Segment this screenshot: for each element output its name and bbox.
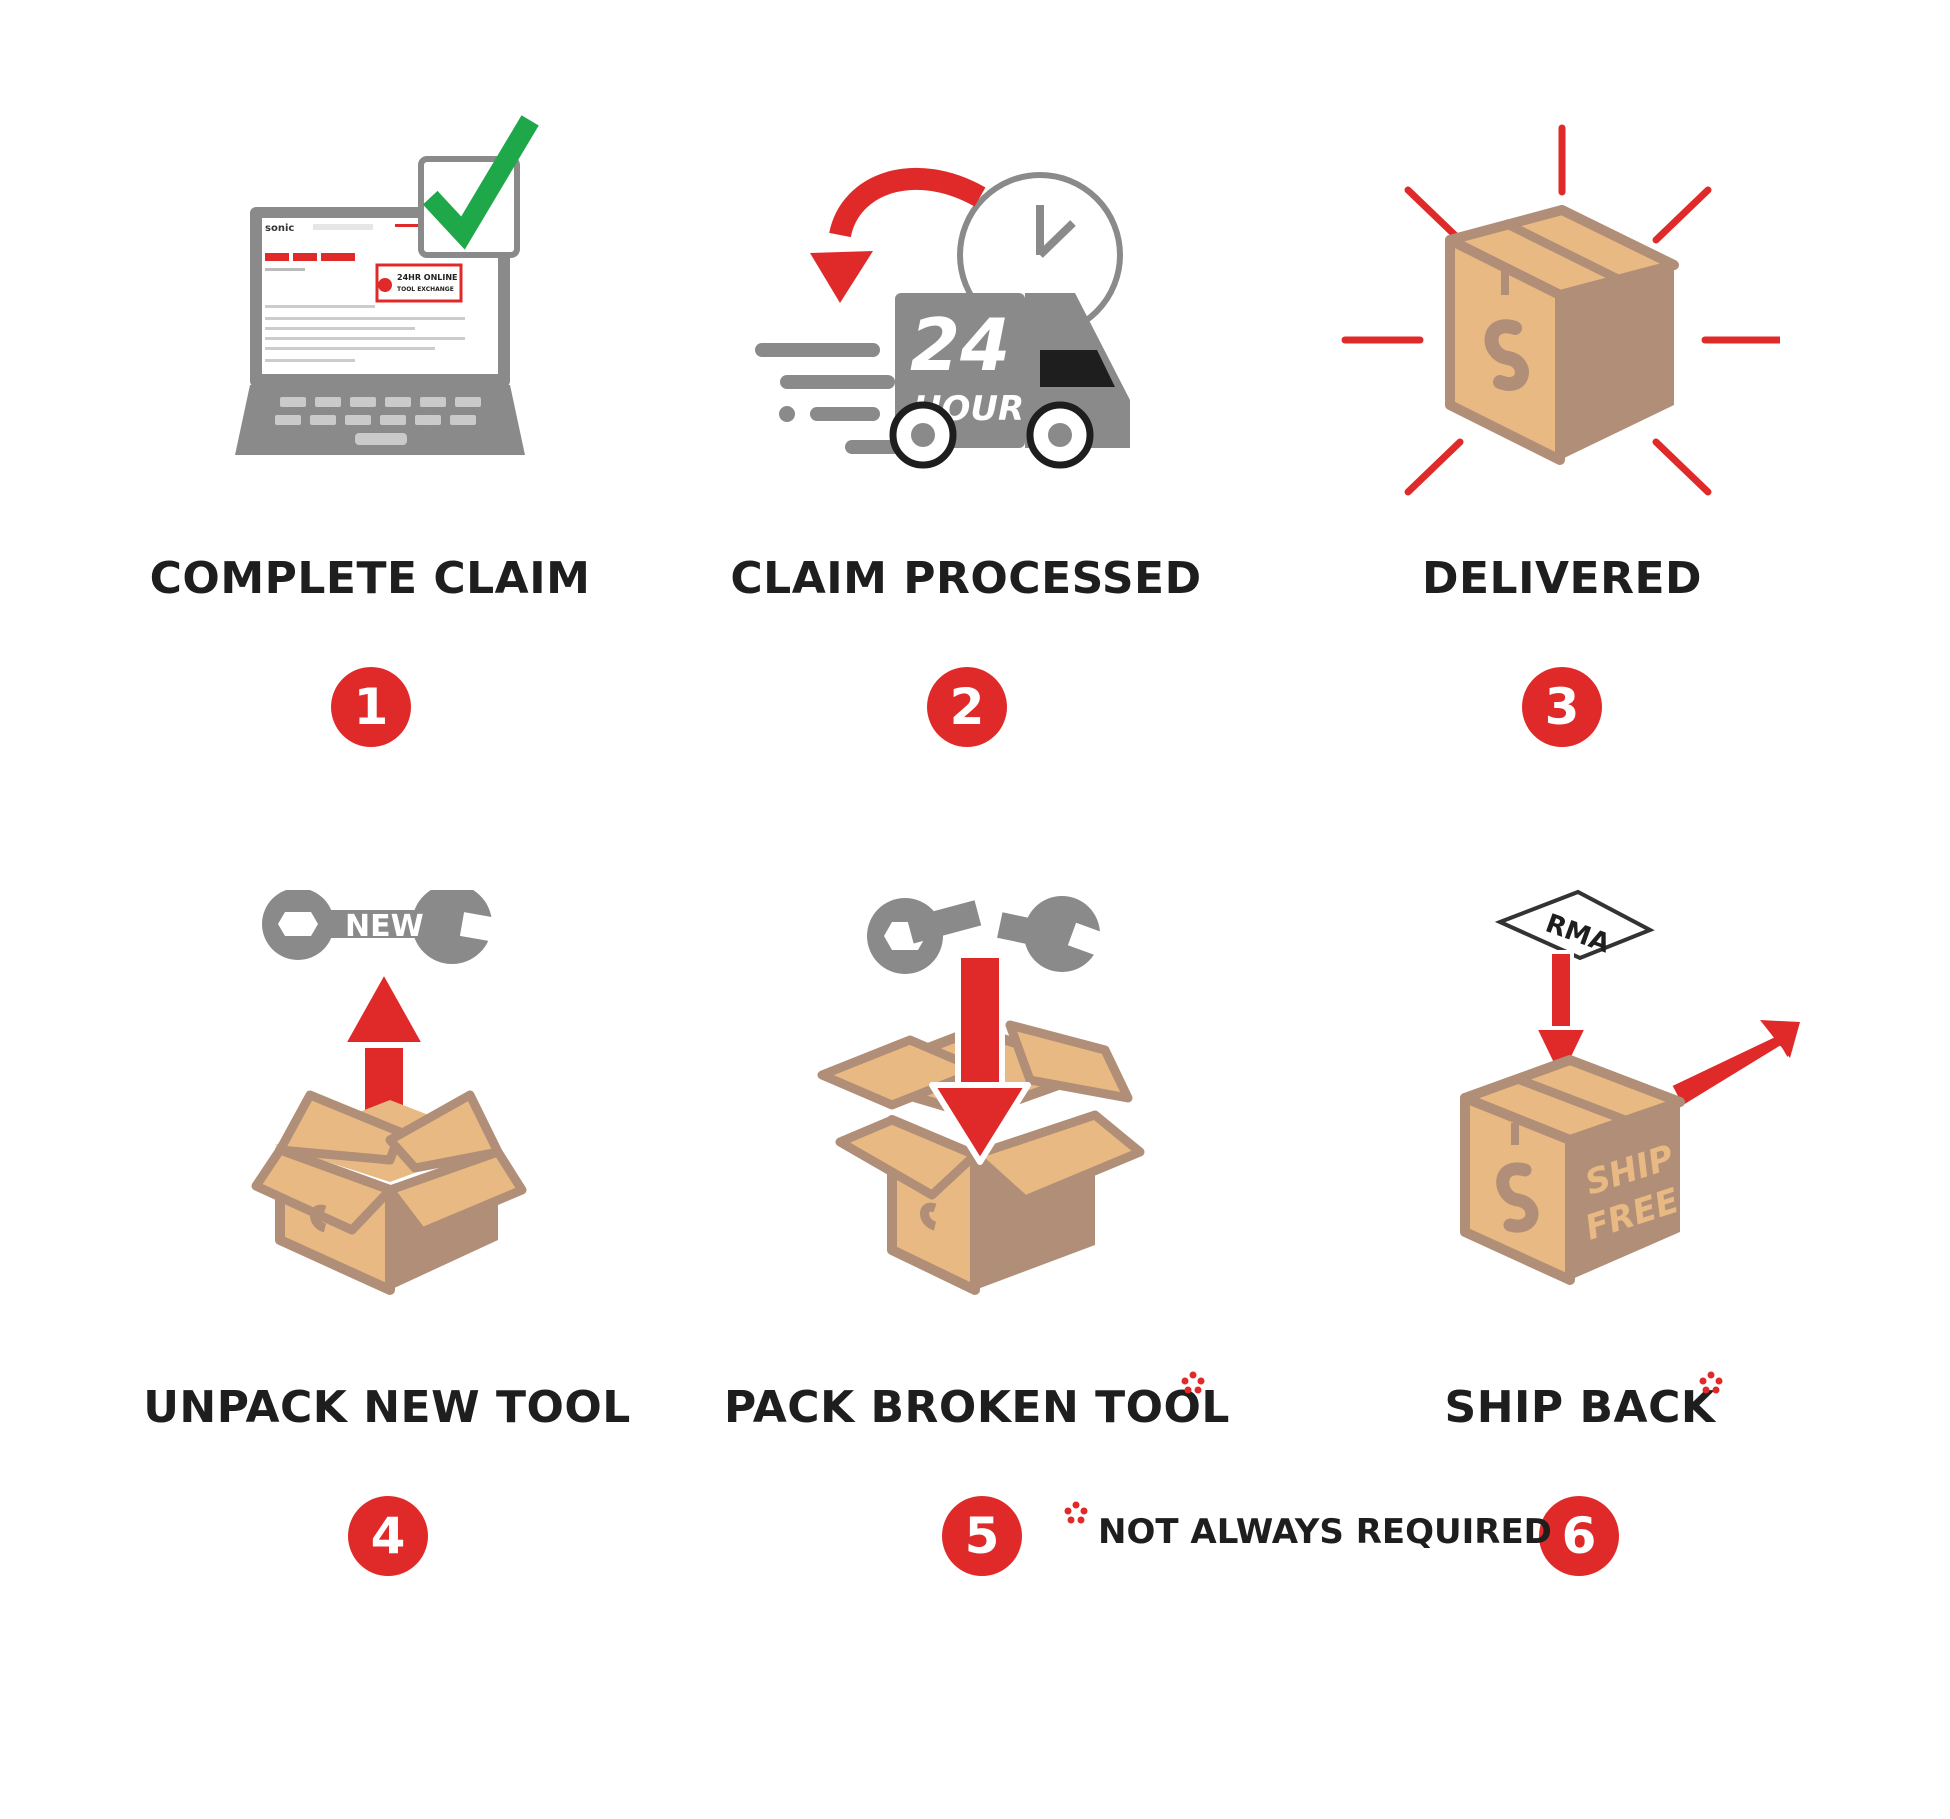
svg-text:TOOL EXCHANGE: TOOL EXCHANGE bbox=[397, 286, 454, 293]
svg-text:24: 24 bbox=[910, 303, 1010, 387]
step-5-label: PACK BROKEN TOOL bbox=[724, 1382, 1230, 1433]
step-2-label: CLAIM PROCESSED bbox=[730, 553, 1202, 604]
step-3-badge: 3 bbox=[1522, 667, 1602, 747]
svg-text:sonic: sonic bbox=[265, 223, 294, 234]
step-4-badge: 4 bbox=[348, 1496, 428, 1576]
arrow-icon bbox=[1668, 1018, 1802, 1110]
box-icon: RMA SHIP FREE bbox=[1460, 889, 1802, 1285]
rma-label-icon: RMA bbox=[1494, 889, 1655, 961]
arrow-icon bbox=[829, 167, 986, 238]
box-icon bbox=[1341, 124, 1780, 496]
step-1-label: COMPLETE CLAIM bbox=[149, 553, 591, 604]
truck-icon: 24 HOUR bbox=[755, 167, 1130, 469]
svg-text:NEW: NEW bbox=[345, 909, 424, 944]
box-icon bbox=[817, 896, 1145, 1295]
wrench-icon: NEW bbox=[262, 890, 524, 964]
box-icon: NEW bbox=[251, 890, 527, 1295]
step-6-badge: 6 bbox=[1539, 1496, 1619, 1576]
not-always-required-note: NOT ALWAYS REQUIRED bbox=[1098, 1512, 1552, 1552]
wrench-icon bbox=[867, 896, 1133, 974]
step-2-badge: 2 bbox=[927, 667, 1007, 747]
checkmark-icon bbox=[422, 115, 539, 250]
asterisk-icon bbox=[1181, 1371, 1205, 1394]
asterisk-icon bbox=[1699, 1371, 1723, 1394]
step-3-label: DELIVERED bbox=[1421, 553, 1703, 604]
arrow-icon bbox=[1533, 950, 1589, 1084]
svg-text:24HR ONLINE: 24HR ONLINE bbox=[397, 273, 458, 282]
step-5-badge: 5 bbox=[942, 1496, 1022, 1576]
asterisk-icon bbox=[1064, 1501, 1088, 1524]
arrow-icon bbox=[929, 952, 1031, 1165]
step-4-label: UNPACK NEW TOOL bbox=[143, 1382, 631, 1433]
laptop-icon: sonic 24HR ONLINE TOOL EXCHANGE bbox=[235, 115, 539, 455]
step-1-badge: 1 bbox=[331, 667, 411, 747]
step-6-label: SHIP BACK bbox=[1444, 1382, 1716, 1433]
